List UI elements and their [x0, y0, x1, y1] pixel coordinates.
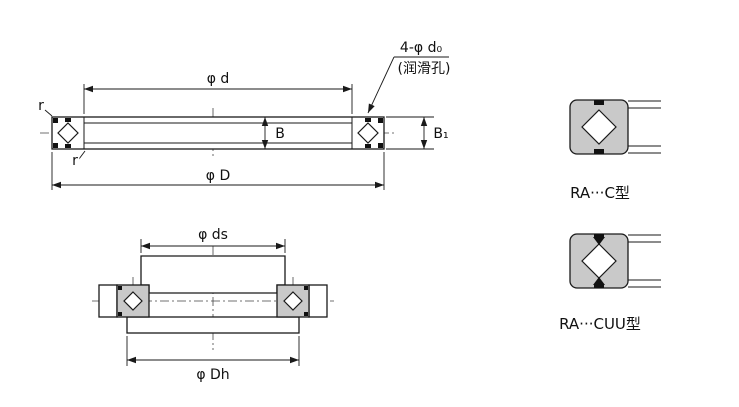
crossed-roller-c [581, 109, 617, 145]
seal-mark-bottom-cuu [593, 277, 605, 285]
left-roller-diamond [57, 122, 79, 144]
phi-d-label: φ d [207, 71, 230, 87]
detail-ra-c: RA···C型 [569, 99, 661, 204]
cage-mark-top-c [594, 100, 604, 105]
lube-hole-callout: 4-φ d₀ (润滑孔) [367, 39, 452, 114]
left-bearing-roller [123, 291, 143, 311]
housing-right [308, 284, 328, 318]
cage-mark-top-cuu [594, 234, 604, 238]
housing-bottom-plate [126, 316, 300, 334]
cage-mark-bottom-cuu [594, 284, 604, 288]
phi-ds-label: φ ds [198, 227, 228, 243]
side-view: φ d φ D B B₁ 4-φ d₀ (润滑孔) [37, 39, 452, 190]
dimension-phi-D: φ D [51, 152, 385, 190]
dimension-phi-ds: φ ds [140, 226, 286, 253]
mounted-seal-marks [118, 286, 308, 316]
phi-D-label: φ D [206, 168, 230, 184]
right-roller-diamond [357, 122, 379, 144]
dimension-phi-d: φ d [83, 70, 353, 114]
mounted-view: φ ds φ Dh [92, 226, 334, 385]
dimension-phi-Dh: φ Dh [126, 336, 300, 385]
B-label: B [275, 126, 285, 142]
shaft-flange [140, 255, 286, 294]
dimension-B: B [261, 117, 286, 149]
right-bearing-roller [283, 291, 303, 311]
radius-callouts: r r [37, 97, 86, 171]
type-c-label: RA···C型 [570, 184, 630, 202]
type-cuu-label: RA···CUU型 [559, 315, 641, 333]
r-top-label: r [38, 98, 44, 114]
lube-callout-label: 4-φ d₀ [400, 40, 443, 56]
dimension-B1: B₁ [386, 116, 450, 150]
detail-ra-cuu: RA···CUU型 [558, 233, 661, 335]
housing-left [98, 284, 118, 318]
seal-mark-top-cuu [593, 237, 605, 245]
ring-rail-lines-c [628, 100, 661, 154]
r-bottom-label: r [72, 153, 78, 169]
ring-rail-lines-cuu [628, 234, 661, 288]
seal-marks [53, 118, 383, 148]
bearing-ring-section [51, 116, 385, 150]
B1-label: B₁ [433, 126, 448, 142]
cage-mark-bottom-c [594, 149, 604, 154]
phi-Dh-label: φ Dh [196, 367, 229, 383]
lube-note-label: (润滑孔) [398, 60, 451, 77]
